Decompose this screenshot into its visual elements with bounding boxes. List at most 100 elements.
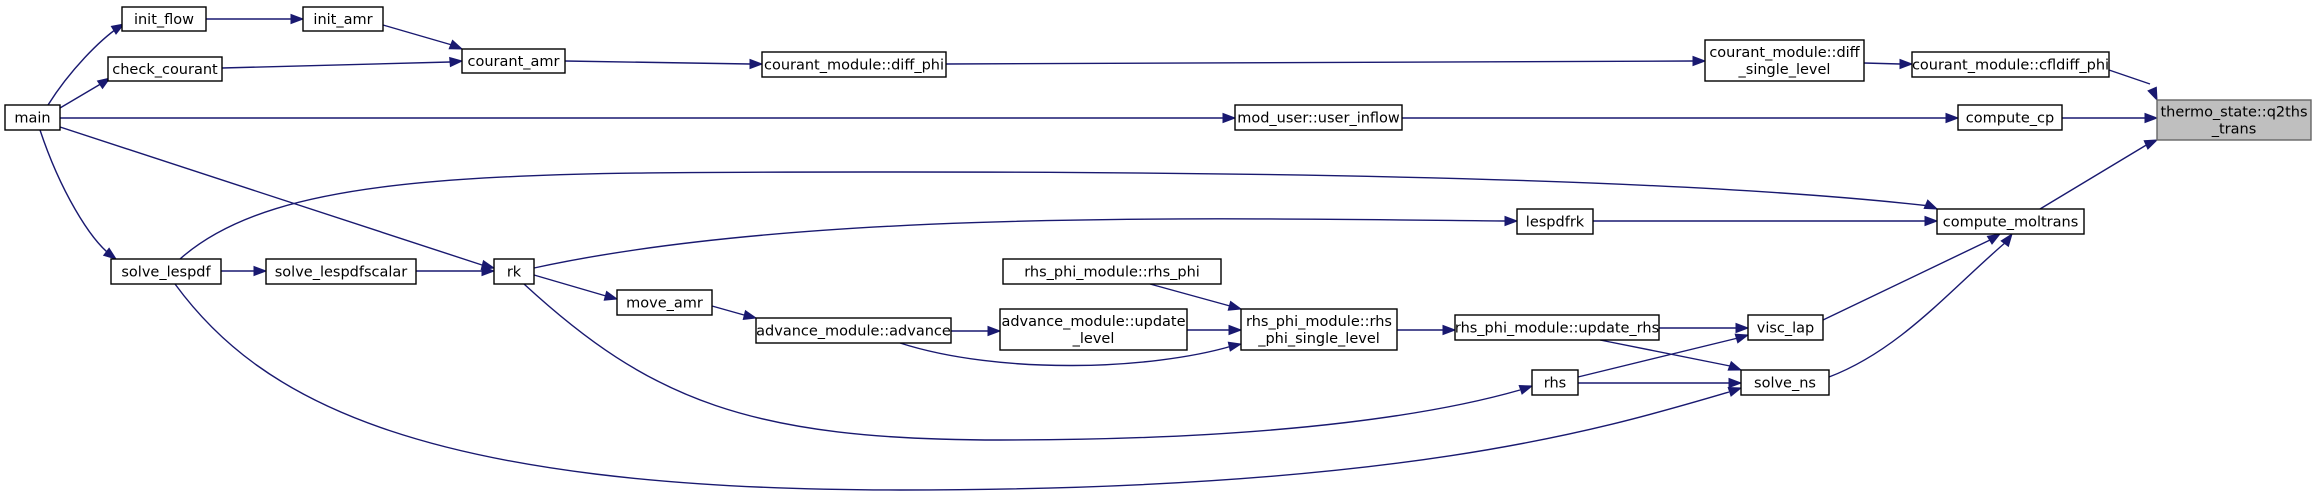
edge-rhs-to-visc-lap	[1577, 333, 1750, 378]
edge-line	[533, 218, 1506, 269]
arrowhead	[110, 23, 126, 35]
arrowhead	[253, 265, 268, 277]
arrowhead	[449, 56, 464, 68]
node-box	[1516, 208, 1594, 235]
edge-line	[945, 60, 1694, 65]
node-rhs[interactable]: rhs	[1531, 369, 1579, 396]
edge-solve-lespdf-to-compute-moltrans	[179, 171, 1939, 260]
edge-update-level-to-rhs-phi-single-level	[1187, 324, 1243, 336]
edge-line	[1149, 283, 1231, 307]
node-lespdfrk[interactable]: lespdfrk	[1516, 208, 1594, 235]
edge-diff-phi-to-diff-single-level	[945, 55, 1707, 67]
arrowhead	[1734, 333, 1750, 344]
node-courant-amr[interactable]: courant_amr	[461, 48, 566, 74]
node-label: courant_amr	[468, 54, 560, 70]
node-advance[interactable]: advance_module::advance	[755, 317, 952, 344]
edge-cfldiff-phi-to-q2ths	[2108, 69, 2158, 102]
arrowhead	[481, 265, 496, 277]
node-solve-ns[interactable]: solve_ns	[1740, 369, 1830, 396]
edge-line	[179, 171, 1931, 260]
arrowhead	[1924, 215, 1939, 227]
node-label: advance_module::update	[1001, 314, 1185, 330]
edge-main-to-check-courant	[59, 77, 112, 109]
node-init-amr[interactable]: init_amr	[302, 6, 384, 32]
edge-main-to-rk	[59, 126, 496, 271]
arrowhead	[1504, 215, 1519, 227]
edge-main-to-init-flow	[47, 23, 126, 106]
node-rhs-phi-single-level[interactable]: rhs_phi_module::rhs_phi_single_level	[1240, 308, 1398, 351]
edge-line	[523, 283, 1521, 441]
arrowhead	[1986, 233, 2002, 245]
edge-init-amr-to-courant-amr	[382, 24, 464, 50]
node-user-inflow[interactable]: mod_user::user_inflow	[1234, 104, 1403, 131]
node-visc-lap[interactable]: visc_lap	[1747, 314, 1824, 341]
arrowhead	[1518, 384, 1534, 395]
edge-rhs-phi-to-rhs-phi-single-level	[1149, 283, 1243, 311]
edge-update-rhs-to-visc-lap	[1659, 322, 1750, 334]
node-rhs-phi[interactable]: rhs_phi_module::rhs_phi	[1002, 258, 1222, 285]
node-box	[493, 258, 535, 285]
node-main[interactable]: main	[4, 104, 61, 131]
node-update-level[interactable]: advance_module::update_level	[999, 308, 1188, 351]
node-check-courant[interactable]: check_courant	[107, 56, 223, 82]
node-update-rhs[interactable]: rhs_phi_module::update_rhs	[1454, 314, 1660, 341]
arrowhead	[1727, 386, 1743, 397]
node-label: thermo_state::q2ths	[2160, 105, 2307, 121]
node-box	[1740, 369, 1830, 396]
node-box	[121, 6, 207, 32]
edge-line	[533, 274, 607, 297]
node-box	[1957, 104, 2063, 131]
node-solve-lespdfscalar[interactable]: solve_lespdfscalar	[265, 258, 417, 285]
node-box	[2156, 99, 2312, 141]
node-label: solve_lespdfscalar	[275, 265, 408, 281]
node-box	[616, 289, 713, 316]
node-label: _level	[1072, 331, 1115, 347]
edge-rk-to-lespdfrk	[533, 215, 1519, 269]
arrowhead	[2147, 86, 2158, 102]
edge-visc-lap-to-compute-moltrans	[1822, 233, 2002, 321]
arrowhead	[1923, 199, 1939, 210]
node-diff-phi[interactable]: courant_module::diff_phi	[761, 51, 947, 78]
edge-line	[2108, 69, 2151, 85]
node-move-amr[interactable]: move_amr	[616, 289, 713, 316]
node-init-flow[interactable]: init_flow	[121, 6, 207, 32]
node-label: compute_cp	[1966, 111, 2054, 127]
node-label: mod_user::user_inflow	[1237, 111, 1400, 127]
node-rk[interactable]: rk	[493, 258, 535, 285]
node-label: check_courant	[112, 62, 218, 78]
edge-line	[564, 60, 751, 65]
node-label: _trans	[2211, 122, 2257, 138]
edge-check-courant-to-courant-amr	[221, 56, 464, 69]
edge-lespdfrk-to-compute-moltrans	[1593, 215, 1939, 227]
edge-line	[2039, 143, 2149, 210]
node-label: advance_module::advance	[756, 324, 951, 340]
node-q2ths-trans[interactable]: thermo_state::q2ths_trans	[2156, 99, 2312, 141]
node-box	[1704, 39, 1865, 82]
arrowhead	[448, 39, 464, 50]
edge-line	[1577, 337, 1739, 378]
arrowhead	[1228, 324, 1243, 336]
arrowhead	[2000, 232, 2013, 248]
node-compute-moltrans[interactable]: compute_moltrans	[1936, 208, 2085, 235]
node-cfldiff-phi[interactable]: courant_module::cfldiff_phi	[1911, 51, 2110, 78]
arrowhead	[1222, 112, 1237, 124]
node-label: rhs_phi_module::update_rhs	[1455, 321, 1659, 337]
arrowhead	[987, 325, 1002, 337]
node-diff-single-level[interactable]: courant_module::diff_single_level	[1704, 39, 1865, 82]
node-box	[110, 258, 222, 285]
node-compute-cp[interactable]: compute_cp	[1957, 104, 2063, 131]
node-label: courant_module::cfldiff_phi	[1912, 58, 2109, 74]
edge-line	[1863, 62, 1901, 65]
edge-line	[899, 342, 1233, 367]
node-label: _single_level	[1738, 62, 1831, 78]
arrowhead	[96, 77, 112, 90]
node-box	[265, 258, 417, 285]
node-label: init_flow	[134, 12, 194, 28]
node-label: courant_module::diff	[1709, 45, 1860, 61]
node-solve-lespdf[interactable]: solve_lespdf	[110, 258, 222, 285]
arrowhead	[1442, 324, 1457, 336]
edge-line	[1822, 239, 1991, 321]
call-nodes: thermo_state::q2ths_trans courant_module:…	[4, 6, 2312, 396]
edge-line	[39, 129, 113, 257]
node-box	[1002, 258, 1222, 285]
